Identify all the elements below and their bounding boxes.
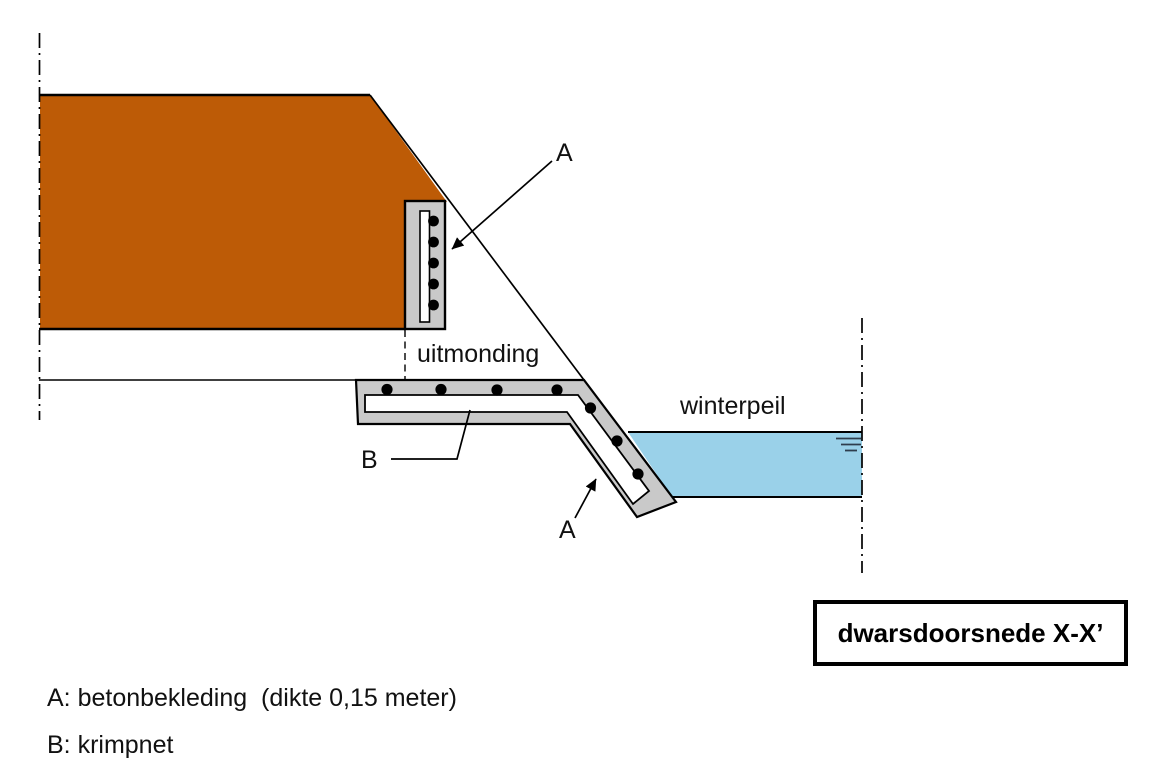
rebar-dots-slope bbox=[584, 402, 644, 480]
rebar-dot bbox=[611, 435, 623, 447]
rebar-dot bbox=[428, 236, 439, 248]
rebar-dot bbox=[491, 384, 503, 396]
wall-slot bbox=[419, 210, 431, 323]
leader-b bbox=[391, 409, 471, 460]
rebar-dot bbox=[381, 383, 393, 396]
legend-line-b: B: krimpnet bbox=[47, 731, 174, 759]
caption-box: dwarsdoorsnede X-X’ bbox=[813, 600, 1128, 666]
rebar-dot bbox=[584, 402, 597, 414]
arrow-a-bottom bbox=[574, 478, 597, 519]
rebar-dot bbox=[632, 468, 644, 480]
legend-line-a: A: betonbekleding (dikte 0,15 meter) bbox=[47, 684, 457, 712]
rebar-dots-floor bbox=[381, 383, 563, 396]
label-winterpeil: winterpeil bbox=[680, 392, 786, 420]
rebar-dot bbox=[428, 278, 439, 290]
rebar-dot bbox=[428, 257, 439, 269]
rebar-dots-wall bbox=[428, 215, 439, 311]
label-b: B bbox=[361, 446, 378, 474]
rebar-dot bbox=[551, 384, 563, 396]
water-body bbox=[628, 432, 862, 497]
arrow-a-top bbox=[451, 160, 553, 250]
water-level-symbol bbox=[836, 437, 861, 452]
rebar-dot bbox=[428, 215, 439, 227]
concrete-band bbox=[354, 378, 678, 519]
caption-text: dwarsdoorsnede X-X’ bbox=[837, 617, 1104, 648]
rebar-dot bbox=[428, 299, 439, 311]
label-uitmonding: uitmonding bbox=[417, 340, 540, 368]
drain-slot bbox=[364, 394, 651, 506]
soil-body bbox=[40, 95, 447, 329]
rebar-dot bbox=[435, 383, 447, 396]
label-a-bottom: A bbox=[559, 516, 576, 544]
slope-line bbox=[369, 94, 585, 381]
label-a-top: A bbox=[556, 139, 573, 167]
